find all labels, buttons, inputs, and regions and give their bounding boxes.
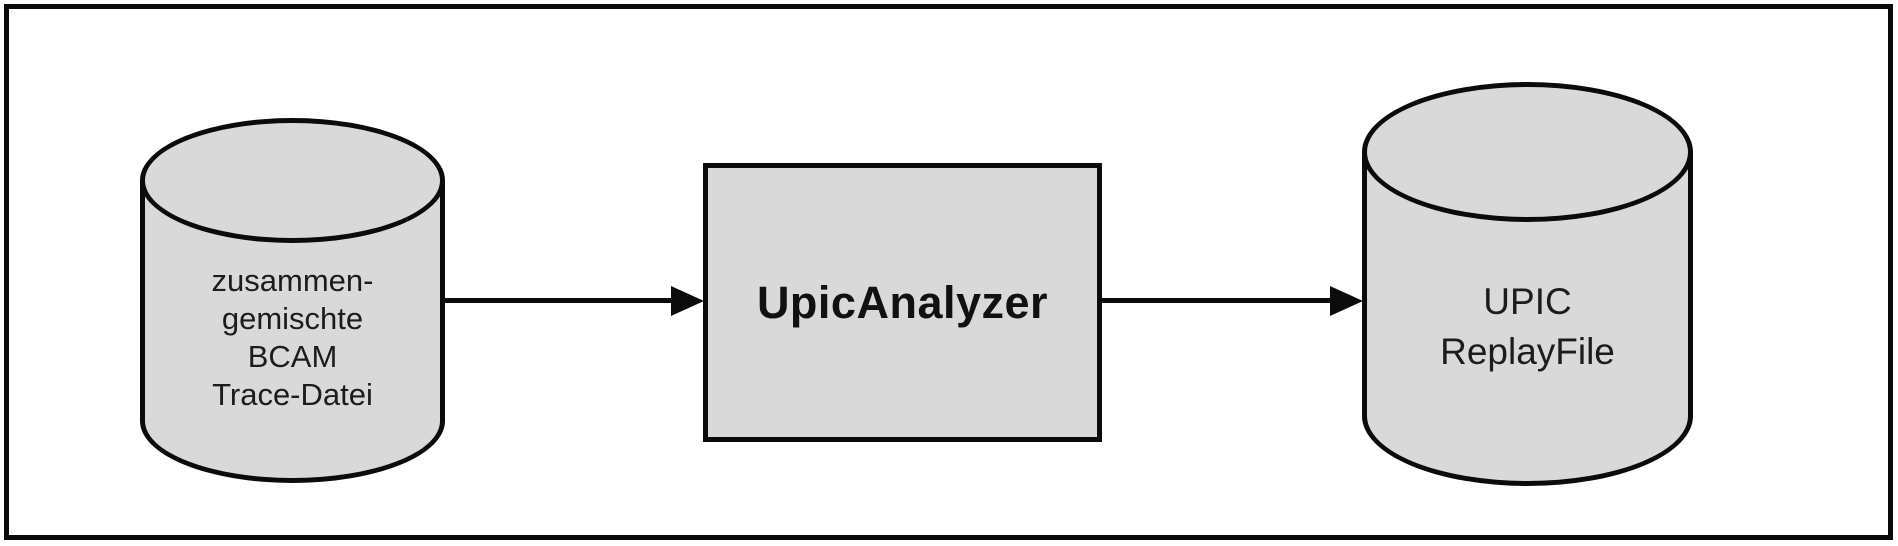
input-label-line-4: Trace-Datei — [212, 377, 373, 412]
node-input-datastore: zusammen- gemischte BCAM Trace-Datei — [140, 118, 445, 483]
cylinder-top-ellipse — [1362, 82, 1693, 222]
diagram-border — [4, 4, 1893, 540]
input-label-line-2: gemischte — [221, 301, 364, 336]
output-datastore-label: UPIC ReplayFile — [1362, 227, 1693, 426]
input-label-line-1: zusammen- — [211, 263, 374, 298]
node-output-datastore: UPIC ReplayFile — [1362, 82, 1693, 486]
output-label-line-2: ReplayFile — [1440, 330, 1615, 372]
arrowhead-icon — [671, 285, 704, 316]
output-label-line-1: UPIC — [1483, 280, 1572, 322]
arrow-input-to-process — [445, 285, 704, 316]
node-process-box: UpicAnalyzer — [703, 163, 1102, 442]
input-datastore-label: zusammen- gemischte BCAM Trace-Datei — [140, 248, 445, 428]
arrow-process-to-output — [1102, 285, 1363, 316]
input-label-line-3: BCAM — [247, 339, 338, 374]
arrowhead-icon — [1330, 285, 1363, 316]
cylinder-top-ellipse — [140, 118, 445, 243]
process-label: UpicAnalyzer — [756, 276, 1049, 328]
